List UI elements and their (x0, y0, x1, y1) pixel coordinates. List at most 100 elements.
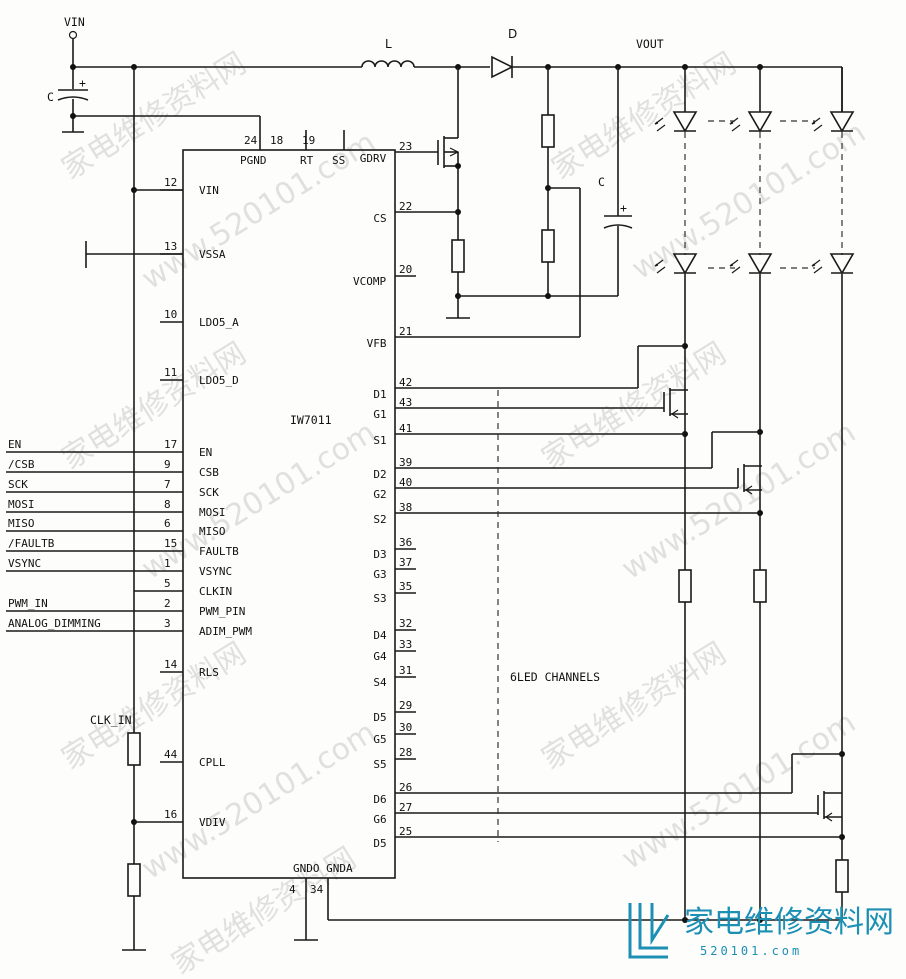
logo-icon (628, 903, 670, 959)
pin-number: 8 (164, 498, 171, 511)
pin-name: G5 (373, 733, 386, 746)
pin-number: 21 (399, 325, 412, 338)
led-icon (654, 111, 698, 133)
pin-name: S4 (373, 676, 387, 689)
logo-url: 520101.com (700, 944, 802, 958)
pin-number: 7 (164, 478, 171, 491)
resistor (835, 859, 849, 893)
pin-name: S1 (373, 434, 386, 447)
pin-number: 34 (310, 883, 324, 896)
sense-resistor (451, 239, 465, 273)
cpll-network: CLK_IN (90, 713, 183, 951)
pin-number: 18 (270, 134, 283, 147)
pin-number: 22 (399, 200, 412, 213)
pin-number: 23 (399, 140, 412, 153)
pin-name: VIN (199, 184, 219, 197)
pin-name: PWM_PIN (199, 605, 245, 618)
pin-name: VDIV (199, 816, 226, 829)
watermark-cn: 家电维修资料网 (536, 636, 733, 777)
fb-resistor-top (541, 114, 555, 148)
pin-number: 3 (164, 617, 171, 630)
led-icon (729, 111, 773, 133)
fb-resistor-bottom (541, 229, 555, 263)
channels-label: 6LED CHANNELS (510, 670, 600, 684)
pin-name: S5 (373, 758, 386, 771)
pin-name: GNDO GNDA (293, 862, 353, 875)
pin-number: 38 (399, 501, 412, 514)
signal-label: EN (8, 438, 21, 451)
pin-number: 9 (164, 458, 171, 471)
pin-name: D1 (373, 388, 386, 401)
pin-name: G6 (373, 813, 386, 826)
pin-number: 37 (399, 556, 412, 569)
pin-number: 13 (164, 240, 177, 253)
cout-label: C (598, 175, 605, 189)
pin-name: VCOMP (353, 275, 386, 288)
signal-label: /FAULTB (8, 537, 55, 550)
pin-name: VSSA (199, 248, 226, 261)
pin-name: PGND (240, 154, 267, 167)
pin-name: D2 (373, 468, 386, 481)
pin-name: G1 (373, 408, 386, 421)
signal-label: ANALOG_DIMMING (8, 617, 101, 630)
pin-number: 43 (399, 396, 412, 409)
pin-name: FAULTB (199, 545, 239, 558)
pin-number: 20 (399, 263, 412, 276)
boost-stage: + C (395, 67, 633, 338)
vin-terminal (68, 30, 78, 40)
pin-name: RT (300, 154, 314, 167)
signal-inputs: EN/CSBSCKMOSIMISO/FAULTBVSYNCPWM_INANALO… (6, 438, 183, 632)
pin-number: 26 (399, 781, 412, 794)
pin-number: 6 (164, 517, 171, 530)
pin-name: RLS (199, 666, 219, 679)
pin-number: 39 (399, 456, 412, 469)
pin-number: 24 (244, 134, 258, 147)
pin-name: SS (332, 154, 345, 167)
ic-body (182, 149, 396, 879)
pin-number: 14 (164, 658, 178, 671)
pin-name: VSYNC (199, 565, 232, 578)
inductor: L (361, 37, 415, 68)
pin-name: CS (373, 212, 386, 225)
clk-in-label: CLK_IN (90, 713, 132, 727)
pin-name: EN (199, 446, 212, 459)
watermark-url: www.520101.com (616, 705, 862, 877)
pin-name: SCK (199, 486, 219, 499)
pin-number: 12 (164, 176, 177, 189)
chip-name: IW7011 (290, 413, 332, 427)
pin-name: CLKIN (199, 585, 232, 598)
resistor (753, 569, 767, 603)
pin-number: 33 (399, 638, 412, 651)
cin-plate-bottom (57, 96, 89, 101)
pin-number: 35 (399, 580, 412, 593)
pin-name: D3 (373, 548, 386, 561)
pin-number: 1 (164, 557, 171, 570)
resistor (127, 863, 141, 897)
led-icon (729, 253, 773, 275)
resistor (678, 569, 692, 603)
led-strings (395, 67, 855, 920)
ic-pins: 24PGND18RT19SS12VIN13VSSA10LDO5_A11LDO5_… (134, 134, 416, 896)
signal-label: VSYNC (8, 557, 41, 570)
pin-name: G4 (373, 650, 387, 663)
pin-number: 41 (399, 422, 412, 435)
signal-label: MOSI (8, 498, 35, 511)
pin-name: MISO (199, 525, 226, 538)
pin-number: 40 (399, 476, 412, 489)
pin-number: 10 (164, 308, 177, 321)
pin-name: GDRV (360, 152, 387, 165)
inductor-label: L (385, 37, 392, 51)
mosfet-icon (817, 791, 842, 822)
boost-diode: D (491, 27, 517, 79)
pin-name: G2 (373, 488, 386, 501)
watermark-cn: 家电维修资料网 (56, 336, 253, 477)
pin-number: 27 (399, 801, 412, 814)
pin-number: 16 (164, 808, 177, 821)
signal-label: MISO (8, 517, 35, 530)
pin-number: 2 (164, 597, 171, 610)
pin-number: 15 (164, 537, 177, 550)
pin-name: D6 (373, 793, 386, 806)
pin-name: CPLL (199, 756, 226, 769)
